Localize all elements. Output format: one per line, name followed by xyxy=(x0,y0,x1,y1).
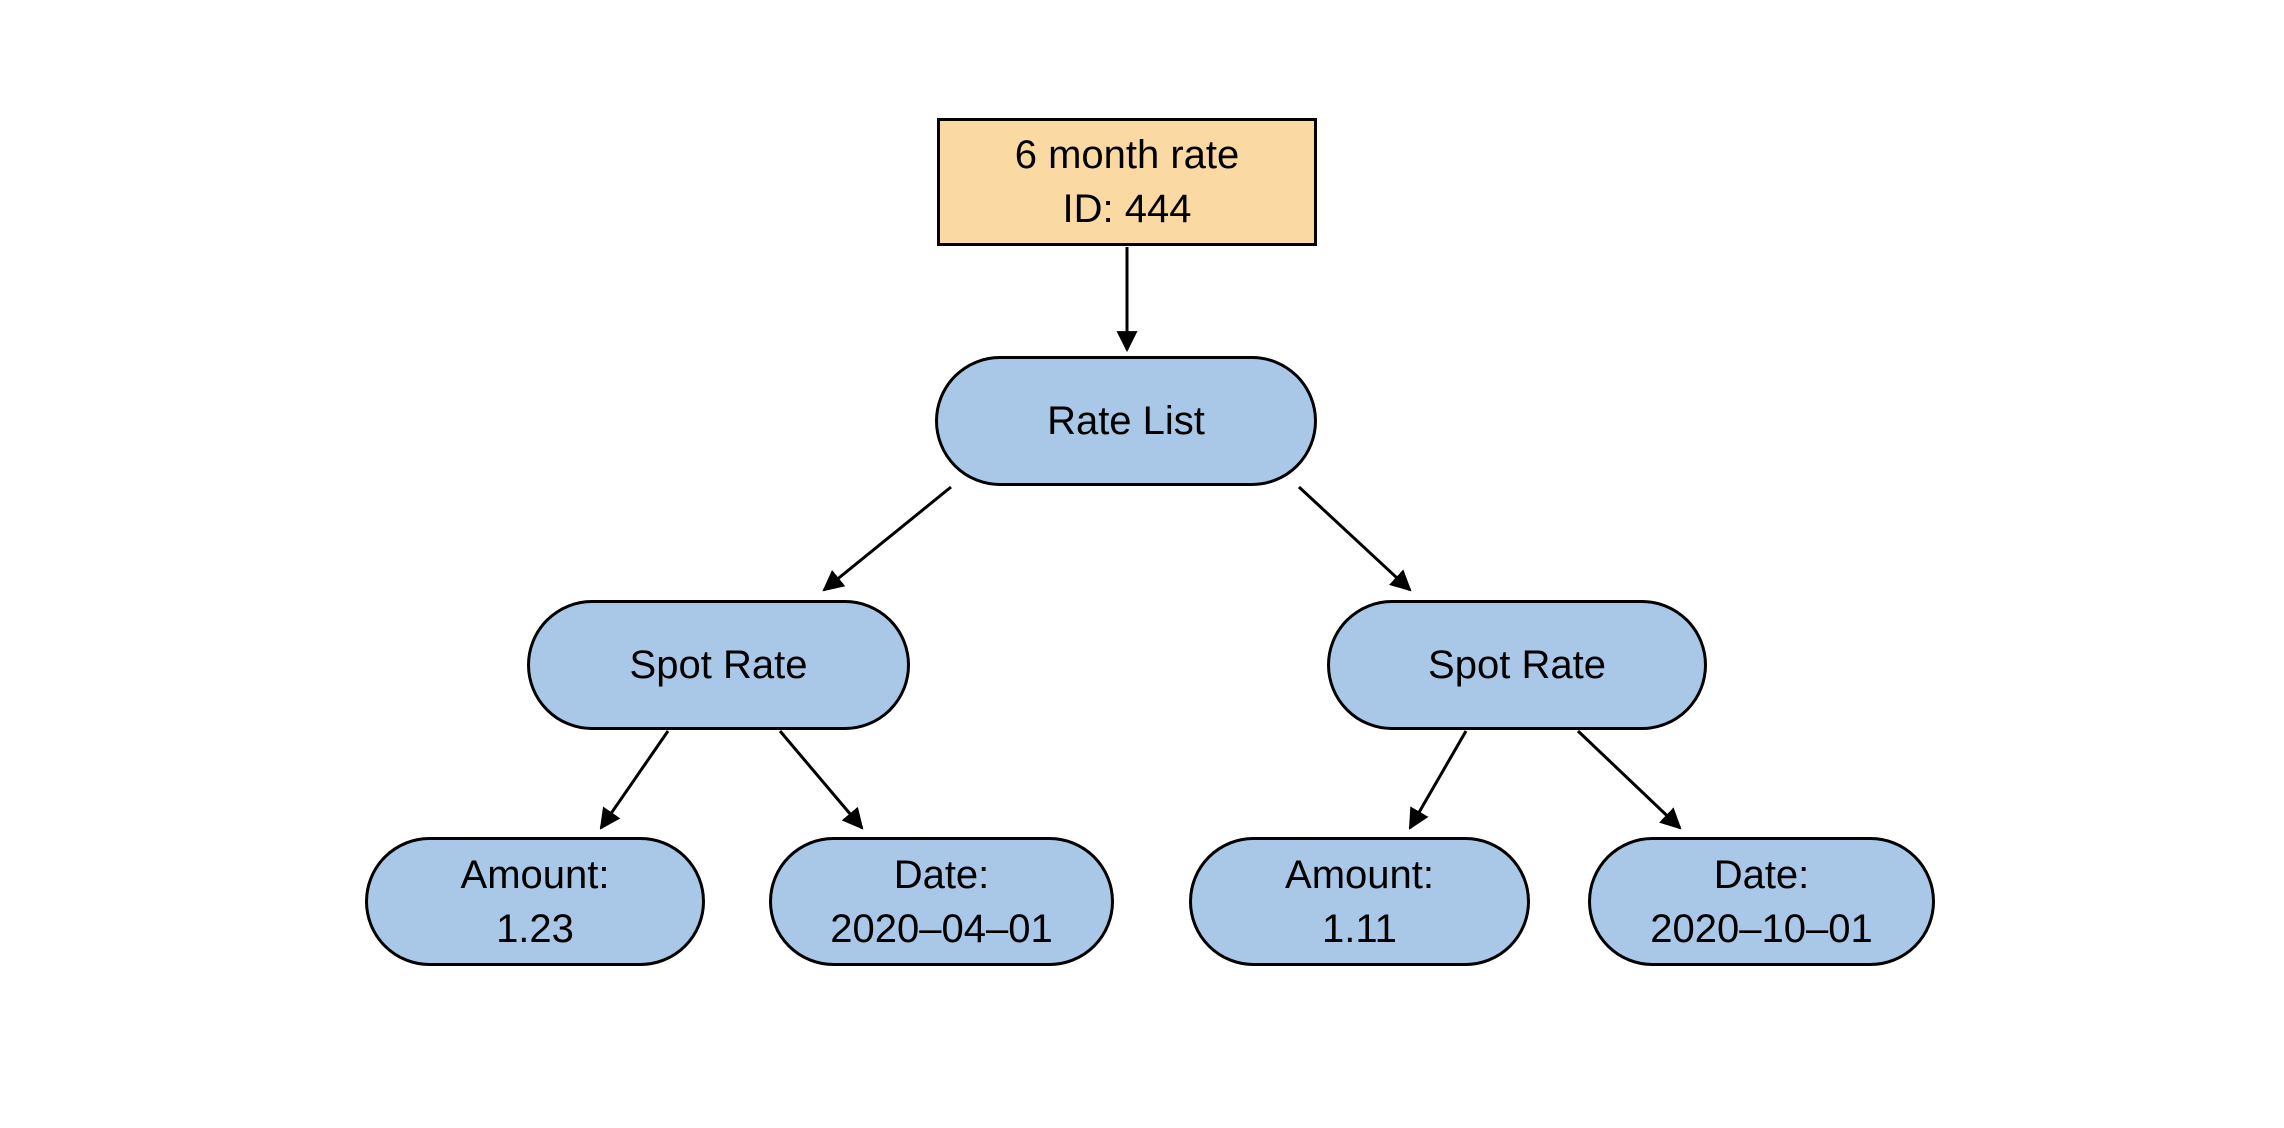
node-spot-rate-left-label: Spot Rate xyxy=(629,643,808,687)
node-rate-list: Rate List xyxy=(935,356,1317,486)
node-date-left: Date: 2020–04–01 xyxy=(769,837,1114,966)
node-amount-right-label: Amount: xyxy=(1285,852,1434,897)
edge-spotleft-to-amount xyxy=(599,730,670,830)
edge-spotleft-to-date xyxy=(778,730,864,830)
node-date-right-label: Date: xyxy=(1713,852,1810,897)
node-amount-right-value: 1.11 xyxy=(1322,906,1397,951)
node-spot-rate-right-label: Spot Rate xyxy=(1428,643,1606,687)
node-date-right-value: 2020–10–01 xyxy=(1650,906,1873,951)
node-date-right: Date: 2020–10–01 xyxy=(1588,837,1935,966)
node-spot-rate-left: Spot Rate xyxy=(527,600,910,730)
node-amount-left: Amount: 1.23 xyxy=(365,837,705,966)
edge-ratelist-to-spotrate-left xyxy=(822,485,952,592)
node-date-left-value: 2020–04–01 xyxy=(830,906,1053,951)
node-rate-list-label: Rate List xyxy=(1047,399,1205,443)
node-6-month-rate-id: ID: 444 xyxy=(1062,187,1192,231)
edge-spotright-to-date xyxy=(1576,729,1682,830)
node-amount-right: Amount: 1.11 xyxy=(1189,837,1530,966)
node-6-month-rate: 6 month rate ID: 444 xyxy=(937,118,1317,246)
node-amount-left-value: 1.23 xyxy=(496,906,574,951)
edge-spotright-to-amount xyxy=(1408,730,1468,830)
node-spot-rate-right: Spot Rate xyxy=(1327,600,1707,730)
node-amount-left-label: Amount: xyxy=(460,852,610,897)
node-6-month-rate-label: 6 month rate xyxy=(1014,133,1240,177)
edge-ratelist-to-spotrate-right xyxy=(1297,485,1412,592)
node-date-left-label: Date: xyxy=(893,852,990,897)
